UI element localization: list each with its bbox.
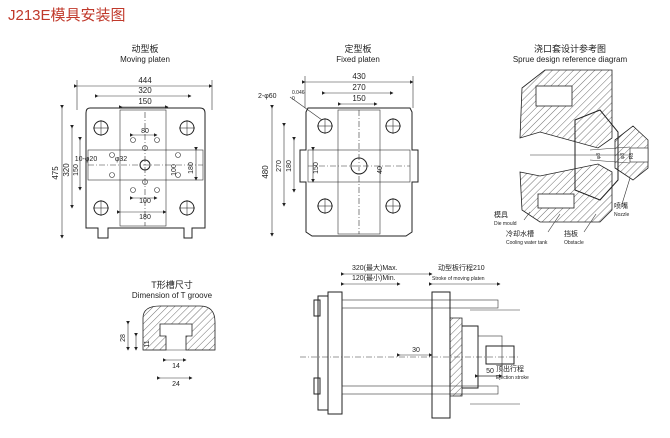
moving-stroke-en: Stroke of moving platen (432, 276, 485, 282)
dim-phi32: φ32 (115, 156, 127, 163)
stroke-drawing: 320(最大)Max. 120(最小)Min. 动型板行程210 Stroke … (300, 263, 529, 419)
dim-11: 11 (144, 340, 151, 347)
dim-150-left-fixed: 150 (313, 162, 320, 174)
page-title: J213E模具安装图 (8, 7, 126, 24)
dim-24: 24 (172, 381, 180, 388)
moving-stroke-cn: 动型板行程210 (438, 263, 485, 272)
part-cooling-en: Cooling water tank (506, 240, 548, 246)
dim-444: 444 (138, 76, 152, 85)
dim-100-right: 100 (171, 164, 178, 176)
moving-platen-label-en: Moving platen (120, 55, 170, 64)
dim-80: 80 (141, 128, 149, 135)
dim-320-left: 320 (62, 163, 71, 177)
fixed-platen-label-cn: 定型板 (344, 43, 371, 54)
fixed-platen-label-en: Fixed platen (336, 55, 380, 64)
dim-40: 40 (377, 166, 384, 174)
dim-150-fixed-top: 150 (352, 94, 366, 103)
dim-270-left: 270 (276, 160, 283, 172)
stroke-max-label: 320(最大)Max. (352, 263, 398, 272)
part-die-mould-en: Die mould (494, 221, 517, 227)
dim-2-phi60: 2-φ60 (258, 93, 277, 100)
moving-platen-label-cn: 动型板 (131, 43, 158, 54)
dim-r8: R8 (629, 153, 635, 160)
dim-320-top: 320 (138, 86, 152, 95)
dim-phi8: φ8 (596, 153, 602, 159)
t-groove-label-en: Dimension of T groove (132, 291, 213, 300)
dim-14: 14 (172, 363, 180, 370)
part-nozzle-cn: 喷嘴 (614, 201, 628, 210)
dim-480: 480 (261, 165, 270, 179)
dim-270-top: 270 (352, 83, 366, 92)
dim-28: 28 (120, 334, 127, 342)
dim-phi3: φ3 (620, 153, 626, 159)
dim-475: 475 (51, 166, 60, 180)
tol-lower: 0 (292, 96, 295, 102)
moving-platen-drawing: 动型板 Moving platen 444 320 150 80 (51, 43, 213, 239)
stroke-min-label: 120(最小)Min. (352, 273, 396, 282)
t-groove-drawing: T形槽尺寸 Dimension of T groove 28 11 14 24 (120, 279, 216, 388)
part-nozzle-en: Nozzle (614, 212, 630, 218)
dim-150-top: 150 (138, 97, 152, 106)
dim-180-right: 180 (188, 162, 195, 174)
tol-upper: 0.046 (292, 90, 305, 96)
dim-180-bottom: 180 (139, 214, 151, 221)
fixed-platen-drawing: 定型板 Fixed platen 430 270 150 2-φ60 0.046… (258, 43, 419, 237)
dim-50: 50 (486, 368, 494, 375)
dim-100-bottom: 100 (139, 198, 151, 205)
sprue-design-drawing: 浇口套设计参考图 Sprue design reference diagram … (494, 43, 649, 246)
dim-180-left: 180 (286, 160, 293, 172)
part-obstacle-cn: 挡板 (564, 229, 578, 238)
part-cooling-cn: 冷却水槽 (506, 229, 534, 238)
dim-430: 430 (352, 72, 366, 81)
dim-10-phi20: 10-φ20 (75, 156, 98, 163)
ejection-en: Ejection stroke (496, 375, 529, 381)
part-obstacle-en: Obstacle (564, 240, 584, 246)
part-die-mould-cn: 模具 (494, 210, 508, 219)
t-groove-label-cn: T形槽尺寸 (151, 279, 193, 290)
sprue-label-en: Sprue design reference diagram (513, 55, 628, 64)
dim-30: 30 (412, 347, 420, 354)
sprue-label-cn: 浇口套设计参考图 (534, 43, 606, 54)
ejection-cn: 顶出行程 (496, 364, 524, 373)
dim-150-left: 150 (73, 164, 80, 176)
